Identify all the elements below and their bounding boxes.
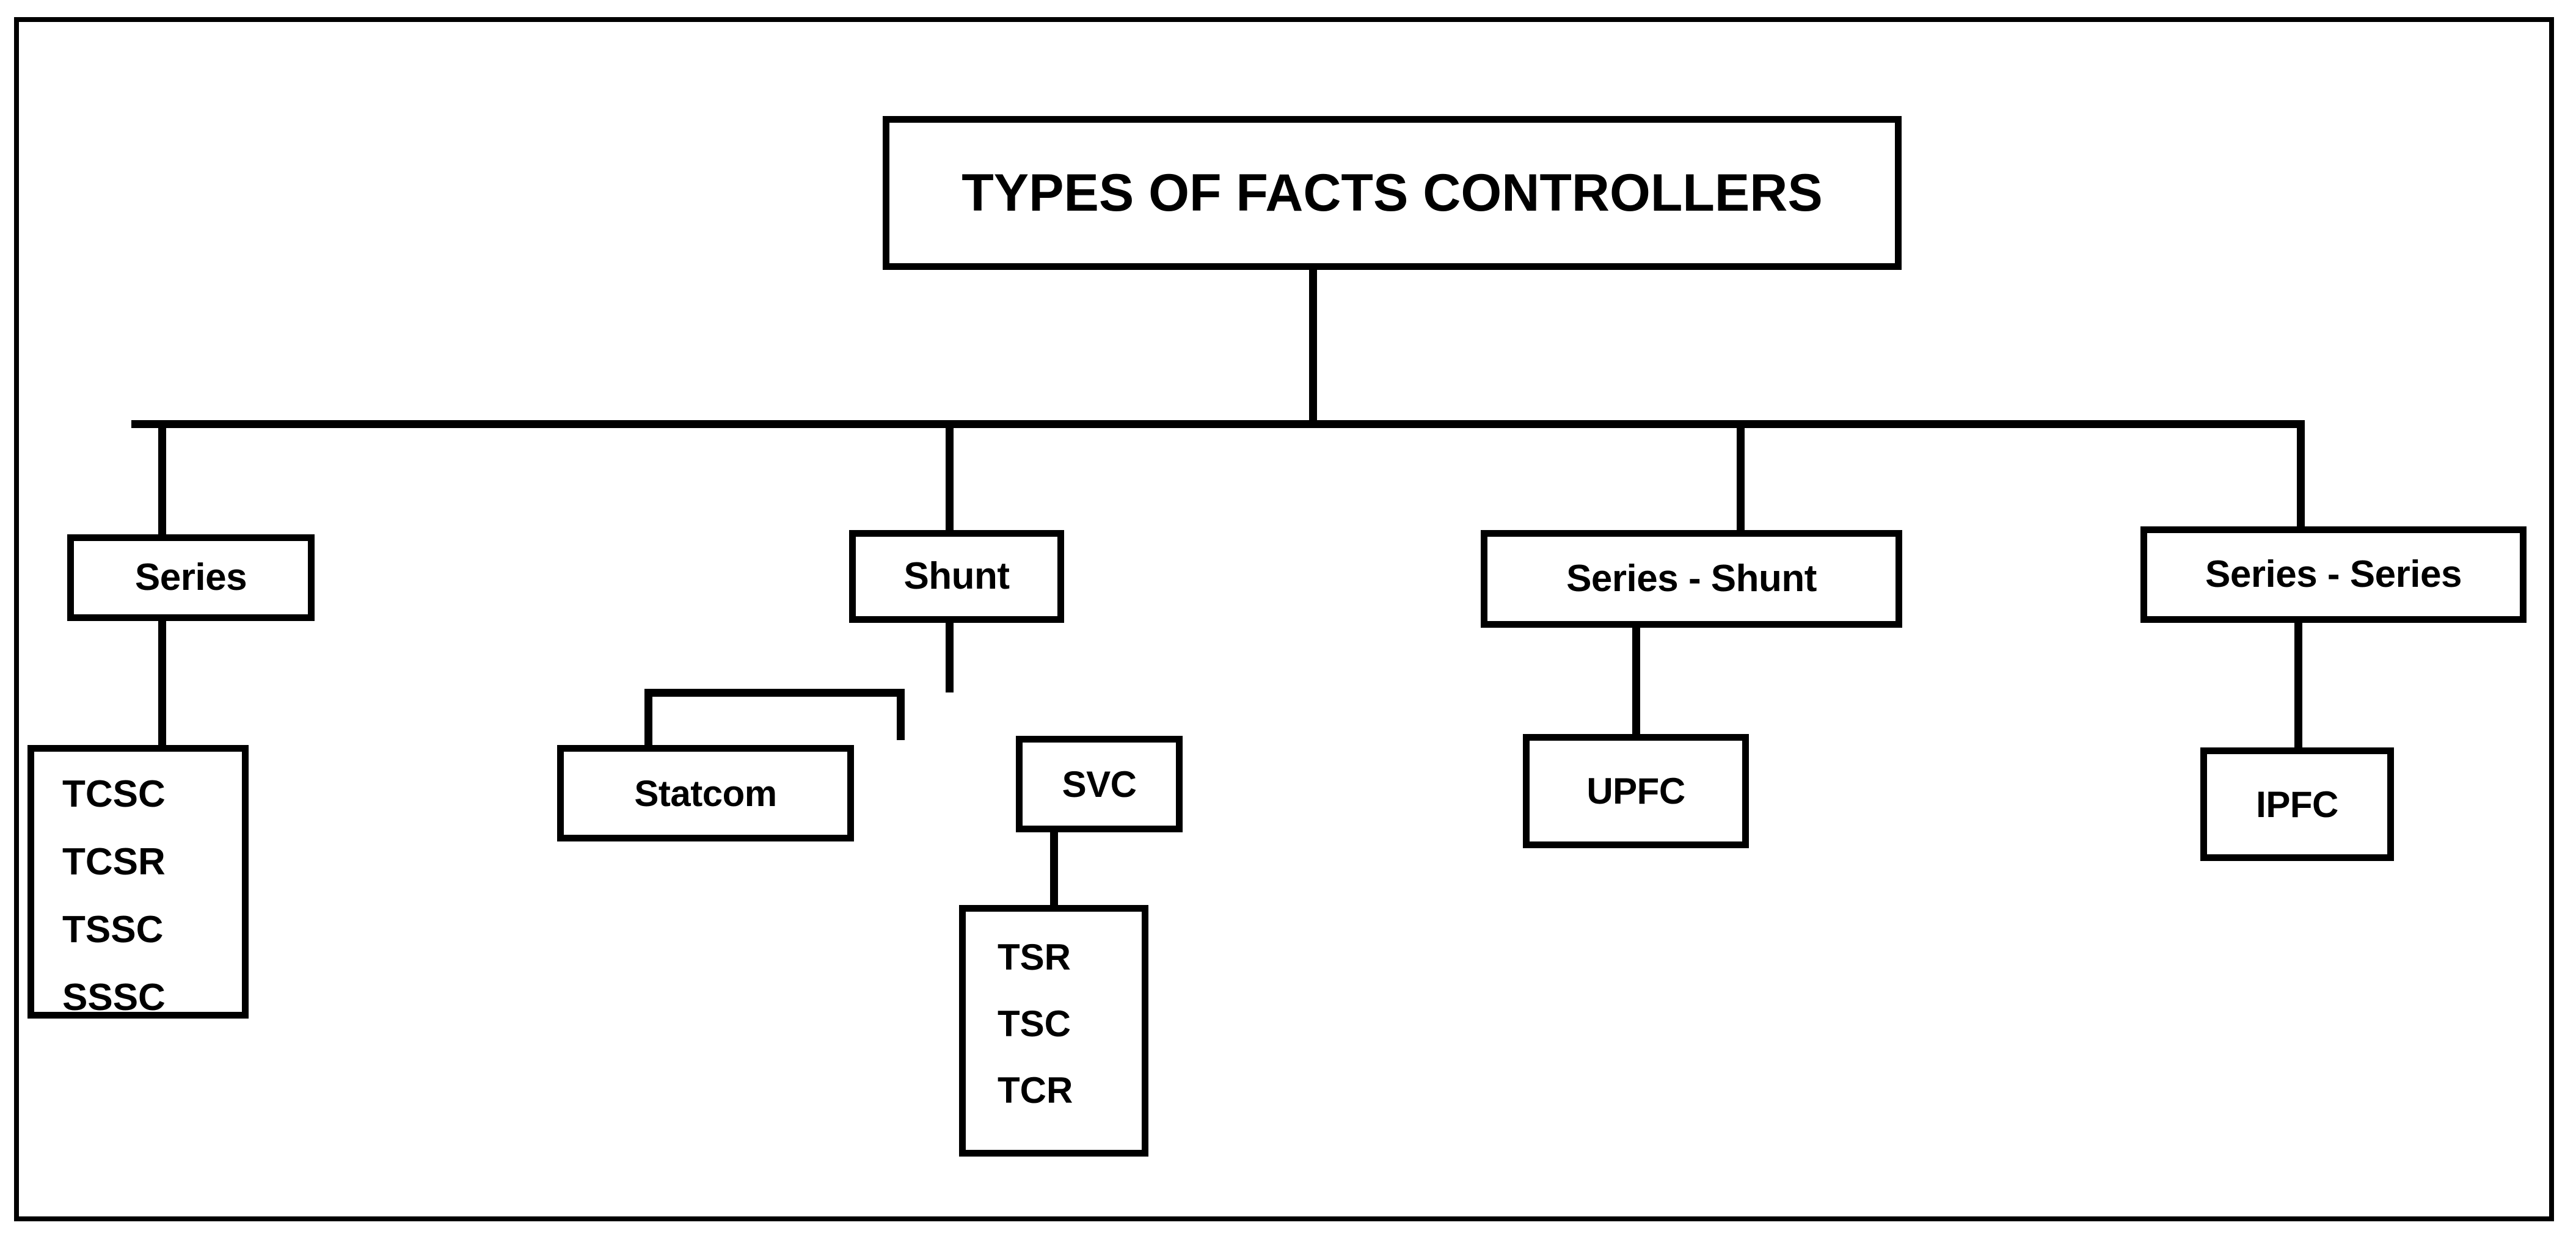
connector-svc-to-devices xyxy=(1050,831,1058,909)
connector-shunt-to-svc xyxy=(897,689,905,740)
connector-bus-to-shunt xyxy=(946,420,954,533)
node-statcom-label: Statcom xyxy=(634,772,777,814)
connector-series-to-devices xyxy=(158,620,166,749)
svc-device-item-0: TSR xyxy=(998,937,1071,978)
node-svc-device-list[interactable]: TSR TSC TCR xyxy=(959,905,1148,1157)
series-device-item-2: TSSC xyxy=(62,909,164,951)
node-series-series[interactable]: Series - Series xyxy=(2140,526,2527,623)
connector-bus-to-series xyxy=(158,420,166,536)
node-svc-label: SVC xyxy=(1062,763,1137,805)
node-upfc-label: UPFC xyxy=(1586,771,1685,812)
connector-main-bus xyxy=(131,420,2305,428)
node-root-label: TYPES OF FACTS CONTROLLERS xyxy=(961,163,1823,222)
connector-series-series-to-ipfc xyxy=(2294,622,2302,751)
node-shunt-label: Shunt xyxy=(903,555,1010,598)
node-series-device-list[interactable]: TCSC TCSR TSSC SSSC xyxy=(27,745,249,1019)
node-upfc[interactable]: UPFC xyxy=(1523,734,1749,848)
node-types-of-facts-controllers[interactable]: TYPES OF FACTS CONTROLLERS xyxy=(883,116,1902,270)
node-svc[interactable]: SVC xyxy=(1016,736,1183,832)
connector-series-shunt-to-upfc xyxy=(1632,627,1640,738)
connector-shunt-trunk xyxy=(946,622,954,692)
node-series-shunt[interactable]: Series - Shunt xyxy=(1481,530,1902,628)
node-series[interactable]: Series xyxy=(67,534,315,621)
series-device-item-0: TCSC xyxy=(62,773,166,815)
connector-bus-to-series-series xyxy=(2297,420,2305,530)
node-series-series-label: Series - Series xyxy=(2205,553,2462,596)
svc-device-item-1: TSC xyxy=(998,1003,1071,1044)
node-ipfc-label: IPFC xyxy=(2256,783,2338,825)
connector-shunt-to-statcom xyxy=(644,689,652,749)
node-statcom[interactable]: Statcom xyxy=(557,745,854,841)
connector-bus-to-series-shunt xyxy=(1737,420,1745,533)
series-device-item-1: TCSR xyxy=(62,841,166,883)
node-series-shunt-label: Series - Shunt xyxy=(1566,558,1817,600)
connector-root-trunk xyxy=(1309,270,1317,424)
svc-device-item-2: TCR xyxy=(998,1070,1073,1111)
node-shunt[interactable]: Shunt xyxy=(849,530,1064,623)
node-ipfc[interactable]: IPFC xyxy=(2200,747,2394,861)
connector-shunt-bus xyxy=(644,689,905,697)
node-series-label: Series xyxy=(134,556,247,599)
series-device-item-3: SSSC xyxy=(62,976,166,1019)
